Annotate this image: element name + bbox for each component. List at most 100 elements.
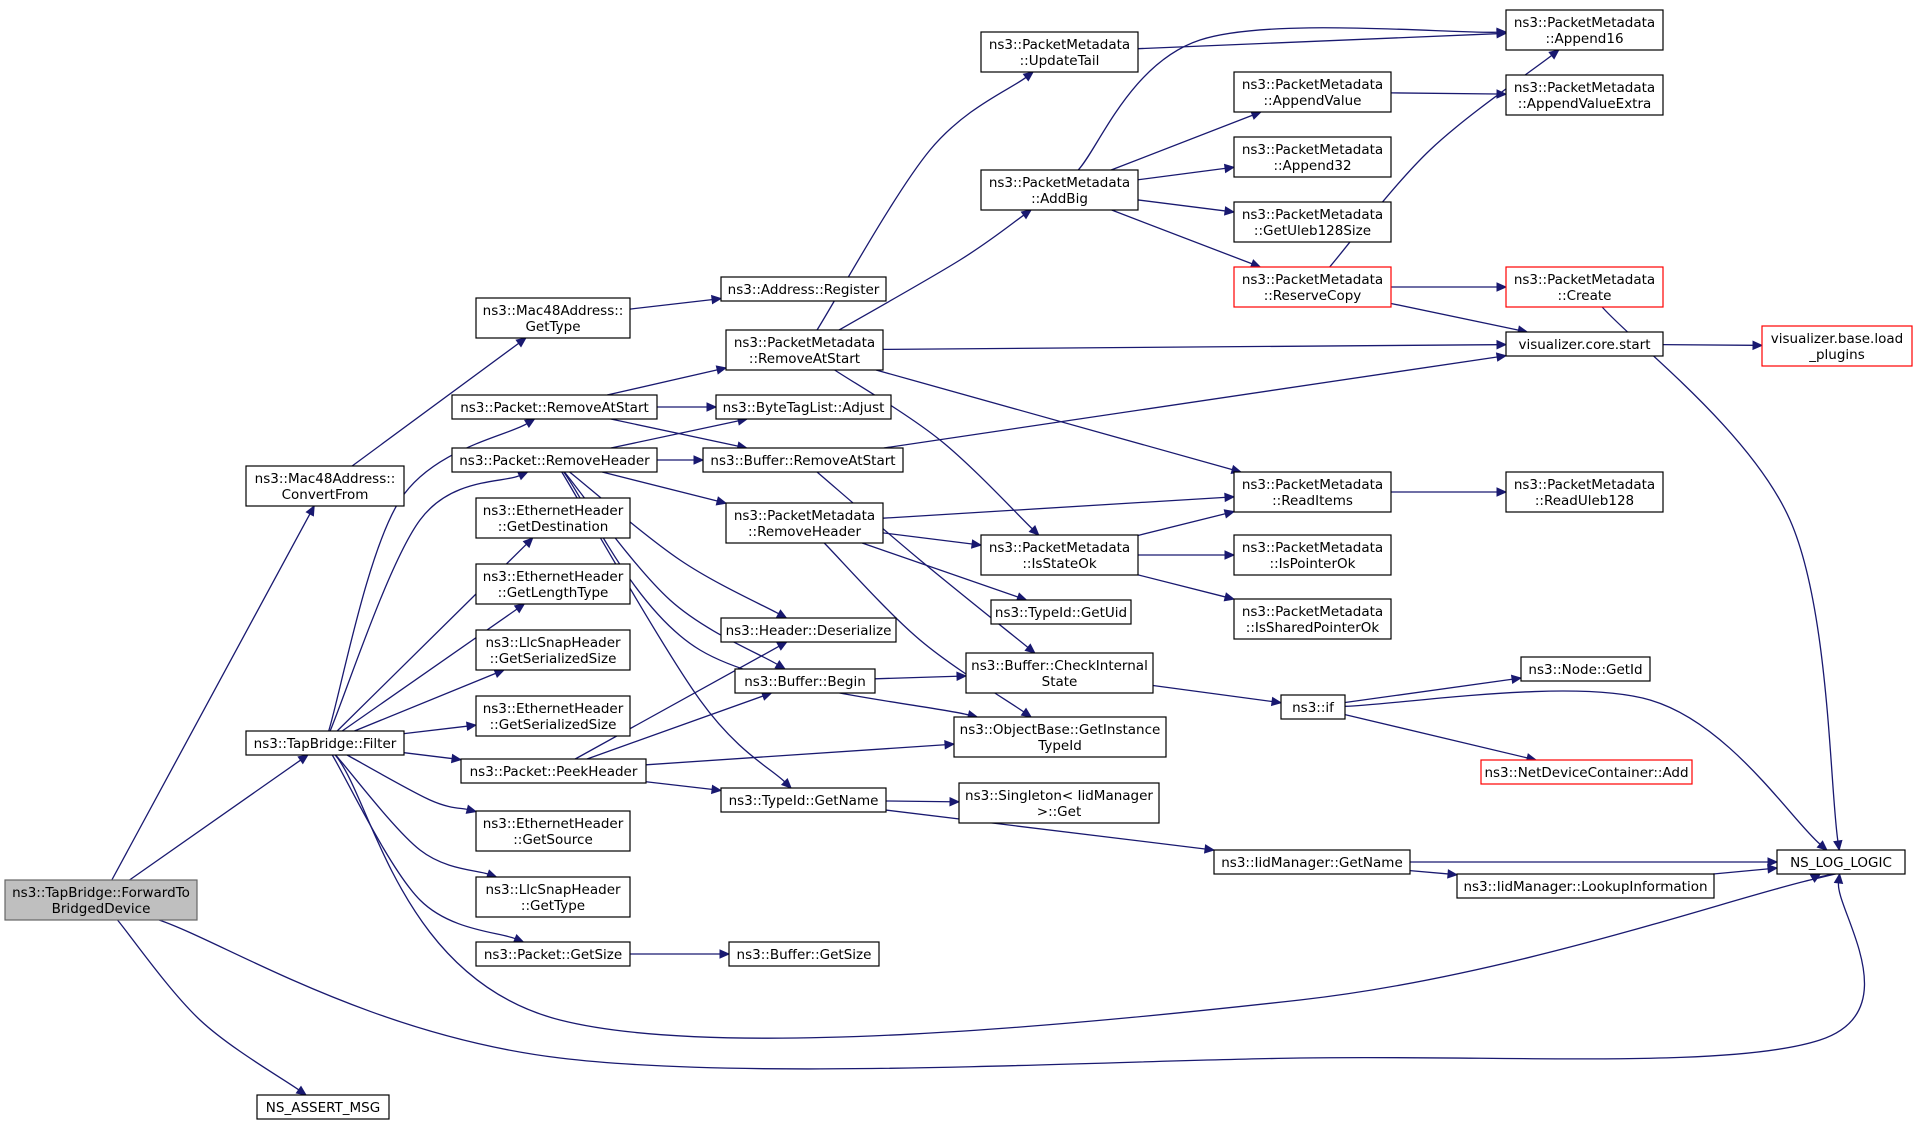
node-box-pmIsStateOk[interactable] — [980, 534, 1139, 576]
node-box-bufCheckInternal[interactable] — [965, 652, 1154, 694]
node-box-pmReadUleb[interactable] — [1505, 471, 1664, 513]
node-box-filter[interactable] — [245, 730, 405, 756]
node-box-bufRemoveAtStart[interactable] — [702, 447, 904, 473]
node-box-pktGetSize[interactable] — [475, 941, 631, 967]
node-box-ethSerSize[interactable] — [475, 695, 631, 737]
node-nodeGetId[interactable]: ns3::Node::GetId — [1520, 656, 1651, 682]
node-box-pmCreate[interactable] — [1505, 266, 1664, 308]
node-pmCreate[interactable]: ns3::PacketMetadata::Create — [1505, 266, 1664, 308]
node-box-pmUpdateTail[interactable] — [980, 31, 1139, 73]
node-box-btlAdjust[interactable] — [715, 394, 892, 420]
node-box-nsLogLogic[interactable] — [1776, 849, 1906, 875]
node-singletonGet[interactable]: ns3::Singleton< IidManager>::Get — [958, 782, 1160, 824]
node-box-typeidGetUid[interactable] — [990, 599, 1132, 625]
node-addrRegister[interactable]: ns3::Address::Register — [720, 276, 887, 302]
node-box-pmIsPointerOk[interactable] — [1233, 534, 1392, 576]
node-box-addrRegister[interactable] — [720, 276, 887, 302]
node-box-typeidGetName[interactable] — [720, 787, 887, 813]
node-box-bufBegin[interactable] — [734, 668, 876, 694]
node-ethSource[interactable]: ns3::EthernetHeader::GetSource — [475, 810, 631, 852]
node-pmUpdateTail[interactable]: ns3::PacketMetadata::UpdateTail — [980, 31, 1139, 73]
node-typeidGetName[interactable]: ns3::TypeId::GetName — [720, 787, 887, 813]
node-box-pmAppendValue[interactable] — [1233, 71, 1392, 113]
node-llcSerSize[interactable]: ns3::LlcSnapHeader::GetSerializedSize — [475, 629, 631, 671]
node-box-pmIsSharedPointerOk[interactable] — [1233, 598, 1392, 640]
node-box-ns3if[interactable] — [1280, 694, 1346, 720]
node-btlAdjust[interactable]: ns3::ByteTagList::Adjust — [715, 394, 892, 420]
node-box-nodeGetId[interactable] — [1520, 656, 1651, 682]
node-box-ethDest[interactable] — [475, 497, 631, 539]
node-ethDest[interactable]: ns3::EthernetHeader::GetDestination — [475, 497, 631, 539]
node-box-pmRemoveHeader[interactable] — [725, 502, 884, 544]
node-box-pmAppend16[interactable] — [1505, 9, 1664, 51]
node-box-llcSerSize[interactable] — [475, 629, 631, 671]
node-box-ethSource[interactable] — [475, 810, 631, 852]
node-box-pmAppend32[interactable] — [1233, 136, 1392, 178]
node-pmReadItems[interactable]: ns3::PacketMetadata::ReadItems — [1233, 471, 1392, 513]
node-pmIsStateOk[interactable]: ns3::PacketMetadata::IsStateOk — [980, 534, 1139, 576]
node-pktPeekHeader[interactable]: ns3::Packet::PeekHeader — [460, 758, 647, 784]
node-box-mac48type[interactable] — [475, 297, 631, 339]
node-iidGetName[interactable]: ns3::IidManager::GetName — [1213, 849, 1411, 875]
node-box-pmAddBig[interactable] — [980, 169, 1139, 211]
node-box-vizStart[interactable] — [1505, 331, 1664, 357]
node-box-hdrDeserialize[interactable] — [720, 617, 897, 643]
node-assert[interactable]: NS_ASSERT_MSG — [256, 1094, 390, 1120]
node-box-assert[interactable] — [256, 1094, 390, 1120]
node-pktGetSize[interactable]: ns3::Packet::GetSize — [475, 941, 631, 967]
node-bufGetSize[interactable]: ns3::Buffer::GetSize — [728, 941, 880, 967]
node-pmAppendValue[interactable]: ns3::PacketMetadata::AppendValue — [1233, 71, 1392, 113]
node-box-pmAppendValueExtra[interactable] — [1505, 74, 1664, 116]
node-box-iidGetName[interactable] — [1213, 849, 1411, 875]
node-pmAddBig[interactable]: ns3::PacketMetadata::AddBig — [980, 169, 1139, 211]
node-box-vizLoadPlugins[interactable] — [1761, 325, 1913, 367]
node-hdrDeserialize[interactable]: ns3::Header::Deserialize — [720, 617, 897, 643]
node-nsLogLogic[interactable]: NS_LOG_LOGIC — [1776, 849, 1906, 875]
node-pmReadUleb[interactable]: ns3::PacketMetadata::ReadUleb128 — [1505, 471, 1664, 513]
node-pmGetUleb[interactable]: ns3::PacketMetadata::GetUleb128Size — [1233, 201, 1392, 243]
node-box-llcType[interactable] — [475, 876, 631, 918]
node-box-pmGetUleb[interactable] — [1233, 201, 1392, 243]
node-ns3if[interactable]: ns3::if — [1280, 694, 1346, 720]
node-vizStart[interactable]: visualizer.core.start — [1505, 331, 1664, 357]
node-pktRemoveHeader[interactable]: ns3::Packet::RemoveHeader — [451, 447, 658, 473]
node-box-objGetInstance[interactable] — [953, 716, 1167, 758]
node-iidLookup[interactable]: ns3::IidManager::LookupInformation — [1456, 873, 1715, 899]
node-pmIsPointerOk[interactable]: ns3::PacketMetadata::IsPointerOk — [1233, 534, 1392, 576]
node-bufRemoveAtStart[interactable]: ns3::Buffer::RemoveAtStart — [702, 447, 904, 473]
node-box-iidLookup[interactable] — [1456, 873, 1715, 899]
node-pmAppend32[interactable]: ns3::PacketMetadata::Append32 — [1233, 136, 1392, 178]
node-box-ethLenType[interactable] — [475, 563, 631, 605]
node-pmAppendValueExtra[interactable]: ns3::PacketMetadata::AppendValueExtra — [1505, 74, 1664, 116]
node-box-pmReadItems[interactable] — [1233, 471, 1392, 513]
node-box-pktPeekHeader[interactable] — [460, 758, 647, 784]
node-vizLoadPlugins[interactable]: visualizer.base.load_plugins — [1761, 325, 1913, 367]
node-pmIsSharedPointerOk[interactable]: ns3::PacketMetadata::IsSharedPointerOk — [1233, 598, 1392, 640]
node-ethLenType[interactable]: ns3::EthernetHeader::GetLengthType — [475, 563, 631, 605]
node-box-pmReserveCopy[interactable] — [1233, 266, 1392, 308]
node-pmAppend16[interactable]: ns3::PacketMetadata::Append16 — [1505, 9, 1664, 51]
node-mac48conv[interactable]: ns3::Mac48Address::ConvertFrom — [245, 465, 405, 507]
node-pmRemoveHeader[interactable]: ns3::PacketMetadata::RemoveHeader — [725, 502, 884, 544]
node-box-pmRemoveAtStart[interactable] — [725, 329, 884, 371]
node-mac48type[interactable]: ns3::Mac48Address::GetType — [475, 297, 631, 339]
node-box-bufGetSize[interactable] — [728, 941, 880, 967]
node-filter[interactable]: ns3::TapBridge::Filter — [245, 730, 405, 756]
node-ethSerSize[interactable]: ns3::EthernetHeader::GetSerializedSize — [475, 695, 631, 737]
node-box-root[interactable] — [4, 879, 198, 921]
node-typeidGetUid[interactable]: ns3::TypeId::GetUid — [990, 599, 1132, 625]
node-box-mac48conv[interactable] — [245, 465, 405, 507]
node-bufBegin[interactable]: ns3::Buffer::Begin — [734, 668, 876, 694]
node-pmReserveCopy[interactable]: ns3::PacketMetadata::ReserveCopy — [1233, 266, 1392, 308]
node-llcType[interactable]: ns3::LlcSnapHeader::GetType — [475, 876, 631, 918]
node-box-singletonGet[interactable] — [958, 782, 1160, 824]
node-box-pktRemoveAtStart[interactable] — [451, 394, 658, 420]
node-box-ndcAdd[interactable] — [1480, 759, 1693, 785]
node-box-pktRemoveHeader[interactable] — [451, 447, 658, 473]
node-ndcAdd[interactable]: ns3::NetDeviceContainer::Add — [1480, 759, 1693, 785]
node-pktRemoveAtStart[interactable]: ns3::Packet::RemoveAtStart — [451, 394, 658, 420]
node-pmRemoveAtStart[interactable]: ns3::PacketMetadata::RemoveAtStart — [725, 329, 884, 371]
